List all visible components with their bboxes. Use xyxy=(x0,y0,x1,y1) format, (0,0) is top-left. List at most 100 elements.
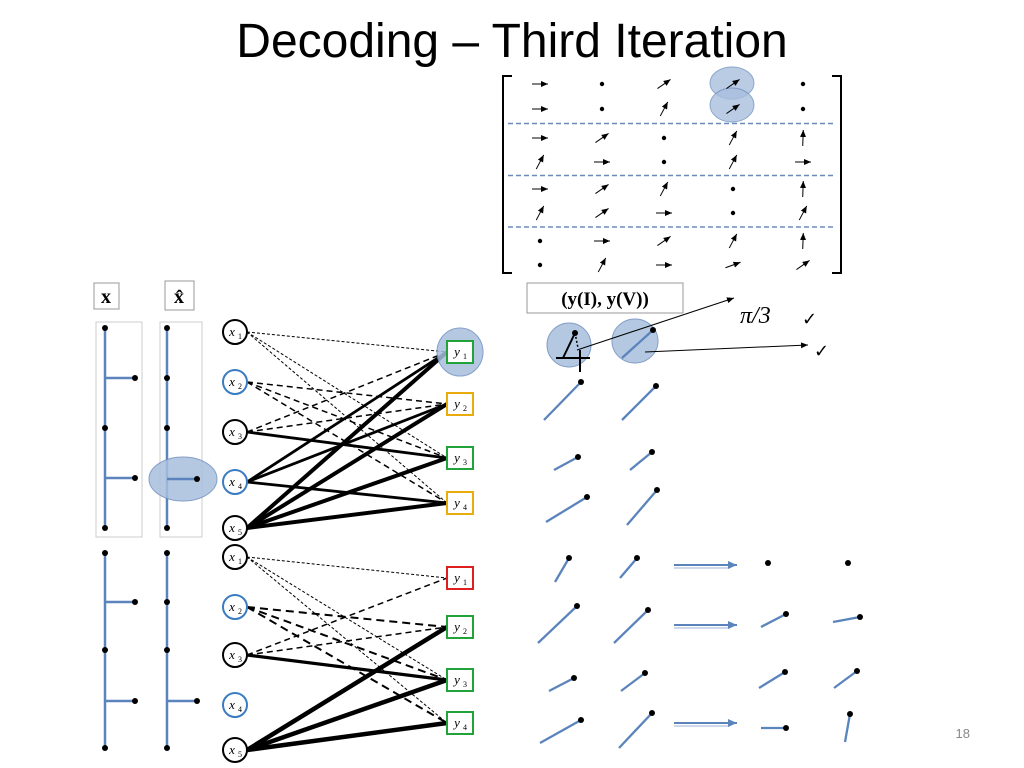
vector-line xyxy=(613,609,649,644)
vector-tip-dot xyxy=(783,611,789,617)
vector-line xyxy=(843,713,852,743)
tree-x-top xyxy=(95,321,143,538)
vector-tip-dot xyxy=(650,327,656,333)
vector-line xyxy=(619,557,638,579)
pair-label: (y(I), y(V)) xyxy=(561,289,649,310)
check-mark: ✓ xyxy=(802,309,817,330)
angle-mark xyxy=(556,330,590,372)
matrix-dot xyxy=(730,186,736,192)
y-node-subscript: 4 xyxy=(463,723,467,732)
y-node-label: y xyxy=(452,715,460,730)
vector-line xyxy=(548,676,575,693)
tree-x-bottom xyxy=(102,550,138,751)
matrix-arrow xyxy=(535,154,545,170)
vector-line xyxy=(537,605,578,644)
vector-line xyxy=(833,670,858,689)
matrix-dot xyxy=(800,81,806,87)
matrix-arrow xyxy=(728,130,738,146)
vector-line xyxy=(758,671,786,689)
matrix-arrow xyxy=(535,205,545,221)
vector-tip-dot xyxy=(649,449,655,455)
pi-over-3-label: π/3 xyxy=(740,303,771,329)
vector-tip-dot xyxy=(782,669,788,675)
y-node-label: y xyxy=(452,619,460,634)
matrix-arrow xyxy=(595,184,609,194)
annotation-arrow xyxy=(576,297,735,351)
tree-xhat-bottom xyxy=(164,550,200,751)
x-node-subscript: 3 xyxy=(238,432,242,441)
x-node-subscript: 5 xyxy=(238,750,242,759)
matrix-arrow xyxy=(800,129,807,147)
tree-xhat-top xyxy=(148,321,218,538)
x-label: x xyxy=(101,286,111,308)
matrix xyxy=(502,66,842,274)
y-node-subscript: 1 xyxy=(463,352,467,361)
vector-tip-dot xyxy=(783,725,789,731)
graph-edges xyxy=(245,331,449,753)
page-number: 18 xyxy=(955,726,970,741)
x-node-label: x xyxy=(228,520,235,535)
y-node-subscript: 2 xyxy=(463,627,467,636)
vector-tip-dot xyxy=(574,603,580,609)
x-hat-label-box: x̂ xyxy=(164,280,195,311)
x-node-subscript: 2 xyxy=(238,382,242,391)
x-node-label: x xyxy=(228,474,235,489)
matrix-highlight-ellipse xyxy=(709,87,755,123)
vector-line xyxy=(618,712,653,749)
vector-tip-dot xyxy=(654,487,660,493)
vector-line xyxy=(626,489,658,526)
y-node-subscript: 3 xyxy=(463,680,467,689)
y-node-subscript: 1 xyxy=(463,578,467,587)
vector-line xyxy=(621,385,657,421)
matrix-arrow xyxy=(800,232,807,250)
matrix-arrow xyxy=(798,205,808,221)
vector-line xyxy=(832,615,861,624)
matrix-arrow xyxy=(597,257,607,273)
matrix-arrow xyxy=(595,133,609,143)
vector-line xyxy=(621,329,654,359)
x-node-subscript: 4 xyxy=(238,482,242,491)
matrix-arrow xyxy=(725,261,741,269)
vector-tip-dot xyxy=(649,710,655,716)
vector-tip-dot xyxy=(571,675,577,681)
matrix-dot xyxy=(661,135,667,141)
pair-label-box: (y(I), y(V)) xyxy=(526,282,684,314)
matrix-arrow xyxy=(657,236,671,246)
vector-line xyxy=(553,455,579,472)
matrix-dot xyxy=(800,106,806,112)
check-mark: ✓ xyxy=(814,341,829,362)
vector-tip-dot xyxy=(578,379,584,385)
x-node-label: x xyxy=(228,697,235,712)
y-node-label: y xyxy=(452,396,460,411)
y-node-label: y xyxy=(452,672,460,687)
vector-zero-dot xyxy=(765,560,771,566)
vector-line xyxy=(760,612,787,629)
vector-tip-dot xyxy=(566,555,572,561)
vector-line xyxy=(539,718,582,745)
vector-tip-dot xyxy=(642,670,648,676)
y-node-subscript: 2 xyxy=(463,404,467,413)
matrix-dot xyxy=(599,106,605,112)
matrix-arrow xyxy=(796,260,810,270)
vector-tip-dot xyxy=(857,614,863,620)
matrix-arrow xyxy=(728,233,738,249)
matrix-dot xyxy=(537,238,543,244)
y-node-label: y xyxy=(452,450,460,465)
vector-tip-dot xyxy=(578,717,584,723)
vector-tip-dot xyxy=(575,454,581,460)
y-node-label: y xyxy=(452,570,460,585)
